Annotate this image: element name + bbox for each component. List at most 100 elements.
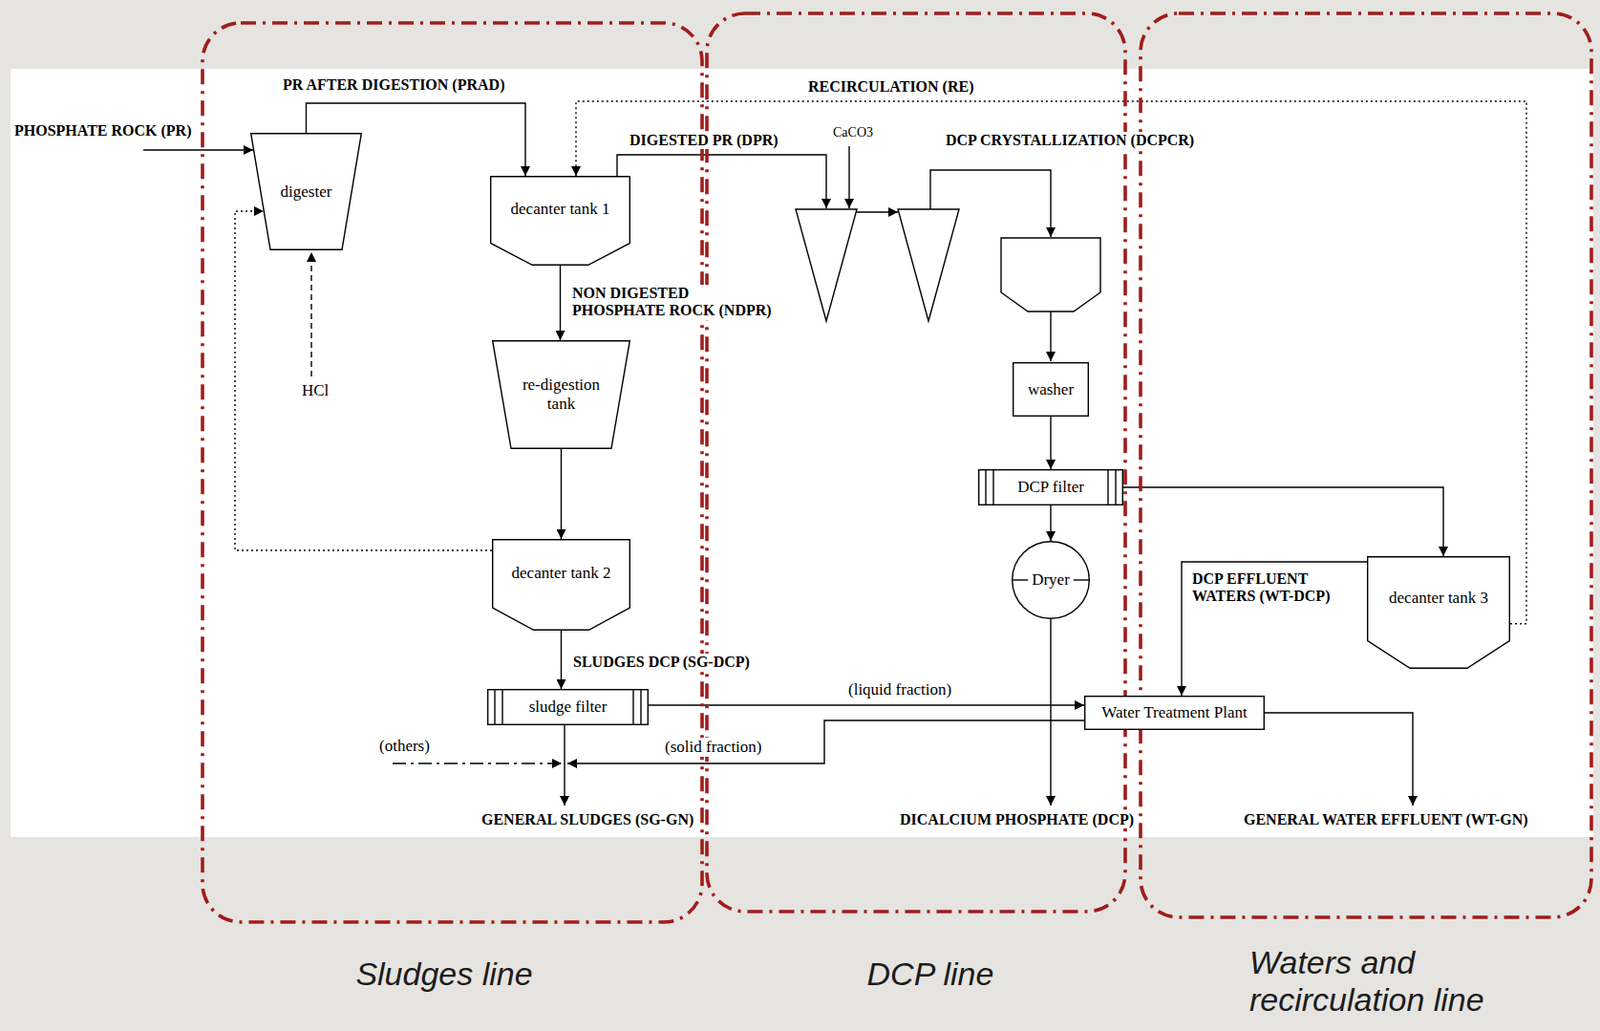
filter-bar [1107,469,1109,506]
process-unit: DCP filter [978,469,1124,506]
region-caption: DCP line [867,955,995,993]
region-caption-box: Waters and recirculation line [1249,943,1486,1019]
stream-label-box: GENERAL WATER EFFLUENT (WT-GN) [1241,810,1531,829]
flow-connector [560,630,562,689]
filter-bar [632,689,634,726]
unit-label: decanter tank 1 [511,199,611,219]
filter-bar [501,689,503,726]
flow-label-box: NON DIGESTED PHOSPHATE ROCK (NDPR) [570,284,775,320]
flow-connector [1049,416,1051,470]
reagent-arrow [848,146,850,209]
process-unit: decanter tank 1 [490,175,631,266]
process-unit: Dryer [1011,540,1090,619]
stream-label-box: GENERAL SLUDGES (SG-GN) [479,810,696,829]
product-outlet-arrow [1049,618,1051,806]
flow-connector [1181,561,1367,696]
stream-label: DCP CRYSTALLIZATION (DCPCR) [943,131,1196,150]
stream-label-box: DIGESTED PR (DPR) [627,131,781,150]
stream-label-box: DCP CRYSTALLIZATION (DCPCR) [943,131,1196,150]
crystallization-line [930,170,1051,237]
region-outline [202,22,703,922]
dryer-outline [1012,541,1090,619]
shape-layer [491,538,631,631]
flow-connector [1123,487,1444,556]
recycle-connector [576,101,1527,624]
unit-label: digester [280,182,333,202]
flow-connector [560,448,562,539]
filter-outline [488,689,649,726]
unit-label: washer [1027,380,1074,400]
flow-connector [559,265,561,341]
tank-outline [251,133,363,251]
decanter-outline [492,539,631,631]
process-unit: decanter tank 2 [491,538,631,631]
transfer-arrow [1049,311,1051,362]
flow-label: RECIRCULATION (RE) [806,78,977,96]
unit-label: Water Treatment Plant [1101,703,1248,723]
process-line-region: Waters and recirculation linedecanter ta… [1138,11,1594,919]
unit-label: decanter tank 2 [512,563,612,583]
region-caption: Waters and recirculation line [1249,943,1486,1019]
transfer-arrow [856,211,898,213]
region-outline [1140,13,1592,918]
unit-label: DCP filter [1017,477,1085,497]
unit-label: decanter tank 3 [1388,588,1489,608]
flow-label: SLUDGES DCP (SG-DCP) [571,653,752,671]
flow-label-box: DCP EFFLUENT WATERS (WT-DCP) [1190,570,1334,606]
flow-label-box: (liquid fraction) [846,680,954,700]
dryer-tick [1073,578,1089,580]
stream-label: DIGESTED PR (DPR) [627,131,781,150]
process-unit: Water Treatment Plant [1084,695,1265,730]
stream-label-box: CaCO3 [831,125,875,141]
reactor-cone [795,209,857,321]
process-line-region: Sludges linedigesterdecanter tank 1re-di… [200,21,704,924]
filter-outline [979,469,1124,506]
region-caption-box: Sludges line [355,955,533,993]
acid-feed-arrow [310,252,312,377]
shape-layer [1138,11,1594,919]
region-caption-box: DCP line [867,955,995,993]
stream-label: DICALCIUM PHOSPHATE (DCP) [897,810,1136,829]
filter-bar [493,689,495,726]
stream-label: GENERAL WATER EFFLUENT (WT-GN) [1241,810,1531,829]
process-unit: sludge filter [487,688,649,726]
crystallizer-tank [1001,237,1101,312]
stream-label-box: DICALCIUM PHOSPHATE (DCP) [897,810,1136,829]
shape-layer [1366,555,1511,669]
stream-label: (others) [377,736,432,756]
unit-label: Dryer [1031,570,1070,590]
diagram-panel [10,68,1594,837]
recycle-connector [234,211,492,551]
tank-outline [492,341,631,449]
flow-label: NON DIGESTED PHOSPHATE ROCK (NDPR) [570,284,775,320]
filter-bar [1114,469,1116,506]
flow-label: (liquid fraction) [846,680,954,700]
unit-outline [1013,362,1089,417]
stream-label: GENERAL SLUDGES (SG-GN) [479,810,696,829]
solid-fraction-line [567,720,1085,764]
water-outlet-arrow [1264,712,1413,806]
process-unit: washer [1012,362,1089,417]
flow-label: PR AFTER DIGESTION (PRAD) [280,76,507,94]
stream-label-box: PHOSPHATE ROCK (PR) [12,122,193,140]
flow-label: DCP EFFLUENT WATERS (WT-DCP) [1190,570,1334,606]
unit-label: sludge filter [529,697,608,717]
unit-label: re-digestion tank [521,375,601,413]
process-unit: decanter tank 3 [1366,555,1511,669]
dryer-tick [1012,578,1028,580]
other-sludges-arrow [392,762,562,764]
reactor-cone [897,209,960,321]
flow-connector [648,704,1085,705]
flow-label-box: SLUDGES DCP (SG-DCP) [571,653,752,671]
filter-bar [984,469,986,506]
sludge-outlet-arrow [563,725,565,806]
region-caption: Sludges line [355,955,533,993]
flow-label-box: PR AFTER DIGESTION (PRAD) [280,76,507,94]
feed-arrow [143,149,254,150]
process-unit: digester [250,132,363,251]
stream-label-box: HCl [299,381,331,401]
stream-label: HCl [299,381,331,401]
digested-flow-line [617,154,827,209]
